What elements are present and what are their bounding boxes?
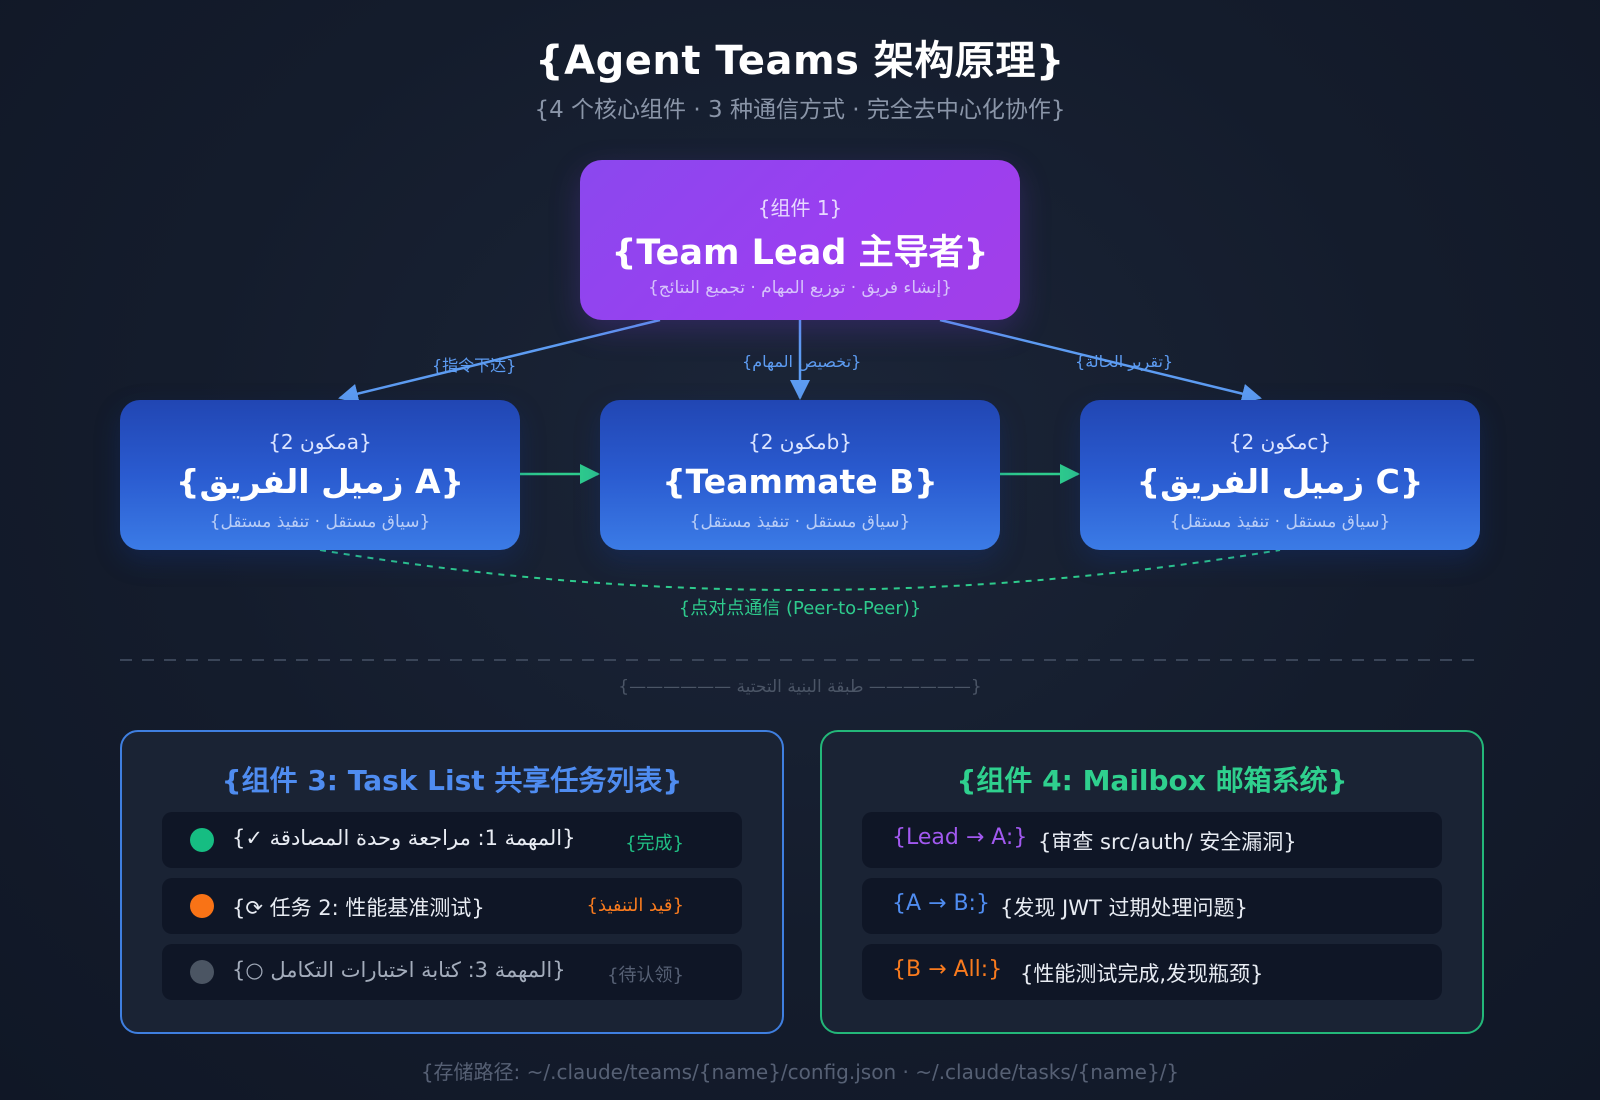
task-text: {✓ المهمة 1: مراجعة وحدة المصادقة} bbox=[232, 826, 576, 850]
task-row: {⟳ 任务 2: 性能基准测试} {قيد التنفيذ} bbox=[162, 878, 742, 934]
peer-to-peer-label: {点对点通信 (Peer-to-Peer)} bbox=[678, 598, 922, 619]
teammate-a-kicker: {2 مكونa} bbox=[268, 430, 372, 454]
task-status-dot bbox=[190, 828, 214, 852]
teammate-b-kicker: {2 مكونb} bbox=[747, 430, 852, 454]
teammate-a-title: {زميل الفريق A} bbox=[176, 462, 464, 501]
teammate-a-node: {2 مكونa} {زميل الفريق A} {سياق مستقل · … bbox=[120, 400, 520, 550]
message-route: {Lead → A:} bbox=[892, 825, 1028, 850]
teammate-b-description: {سياق مستقل · تنفيذ مستقل} bbox=[689, 512, 911, 532]
mailbox-title: {组件 4: Mailbox 邮箱系统} bbox=[956, 764, 1348, 797]
lead-to-c-arrow bbox=[939, 318, 1262, 404]
diagram-title: {Agent Teams 架构原理} bbox=[535, 38, 1065, 84]
task-row: {○ المهمة 3: كتابة اختبارات التكامل} {待认… bbox=[162, 944, 742, 1000]
team-lead-node: {组件 1} {Team Lead 主导者} {إنشاء فريق · توز… bbox=[580, 160, 1020, 320]
team-lead-description: {إنشاء فريق · توزيع المهام · تجميع النتا… bbox=[647, 278, 953, 298]
teammate-c-node: {2 مكونc} {زميل الفريق C} {سياق مستقل · … bbox=[1080, 400, 1480, 550]
mailbox-message-row: {A → B:} {发现 JWT 过期处理问题} bbox=[862, 878, 1442, 934]
diagram-subtitle: {4 个核心组件 · 3 种通信方式 · 完全去中心化协作} bbox=[534, 97, 1066, 123]
team-lead-kicker: {组件 1} bbox=[757, 196, 843, 220]
team-lead-title: {Team Lead 主导者} bbox=[611, 233, 989, 273]
mailbox-message-row: {B → All:} {性能测试完成,发现瓶颈} bbox=[862, 944, 1442, 1000]
message-route: {B → All:} bbox=[892, 957, 1003, 982]
storage-path-footer: {存储路径: ~/.claude/teams/{name}/config.jso… bbox=[420, 1060, 1180, 1084]
teammate-c-kicker: {2 مكونc} bbox=[1228, 430, 1332, 454]
message-text: {性能测试完成,发现瓶颈} bbox=[1020, 962, 1264, 986]
teammate-a-description: {سياق مستقل · تنفيذ مستقل} bbox=[209, 512, 431, 532]
message-text: {发现 JWT 过期处理问题} bbox=[1000, 896, 1248, 920]
edge-label-to-a: {指令下达} bbox=[432, 356, 517, 375]
edge-label-to-b: {تخصيص المهام} bbox=[742, 352, 862, 371]
task-list-panel: {组件 3: Task List 共享任务列表} {✓ المهمة 1: مر… bbox=[120, 730, 784, 1034]
task-text: {○ المهمة 3: كتابة اختبارات التكامل} bbox=[232, 958, 566, 982]
teammate-c-title: {زميل الفريق C} bbox=[1136, 462, 1424, 501]
task-status-dot bbox=[190, 894, 214, 918]
task-list-title: {组件 3: Task List 共享任务列表} bbox=[221, 764, 683, 797]
teammate-b-node: {2 مكونb} {Teammate B} {سياق مستقل · تنف… bbox=[600, 400, 1000, 550]
teammate-c-description: {سياق مستقل · تنفيذ مستقل} bbox=[1169, 512, 1391, 532]
task-status: {قيد التنفيذ} bbox=[586, 895, 684, 916]
edge-label-to-c: {تقرير الحالة} bbox=[1075, 352, 1174, 371]
task-status-dot bbox=[190, 960, 214, 984]
infrastructure-layer-label: {—————— طبقة البنية التحتية ——————} bbox=[618, 677, 982, 697]
lead-to-a-arrow bbox=[338, 318, 661, 404]
task-text: {⟳ 任务 2: 性能基准测试} bbox=[232, 896, 485, 920]
peer-to-peer-curve bbox=[319, 549, 1281, 591]
teammate-b-title: {Teammate B} bbox=[662, 462, 938, 501]
task-row: {✓ المهمة 1: مراجعة وحدة المصادقة} {完成} bbox=[162, 812, 742, 868]
message-route: {A → B:} bbox=[892, 891, 990, 916]
mailbox-panel: {组件 4: Mailbox 邮箱系统} {Lead → A:} {审查 src… bbox=[820, 730, 1484, 1034]
task-status: {待认领} bbox=[607, 965, 684, 986]
task-status: {完成} bbox=[625, 833, 684, 854]
mailbox-message-row: {Lead → A:} {审查 src/auth/ 安全漏洞} bbox=[862, 812, 1442, 868]
message-text: {审查 src/auth/ 安全漏洞} bbox=[1038, 830, 1297, 854]
